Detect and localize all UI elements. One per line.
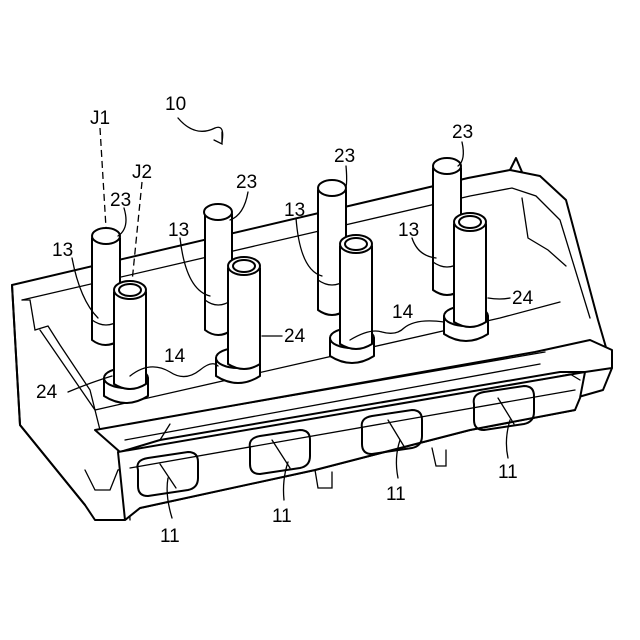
label-24-b: 24 xyxy=(284,326,306,347)
label-13-d: 13 xyxy=(398,220,419,241)
label-23-a: 23 xyxy=(110,190,131,211)
label-24-c: 24 xyxy=(512,288,534,309)
label-j2: J2 xyxy=(132,162,152,183)
label-23-d: 23 xyxy=(452,122,473,143)
label-11-d: 11 xyxy=(498,462,518,483)
label-24-a: 24 xyxy=(36,382,58,403)
label-14-b: 14 xyxy=(392,302,414,323)
label-23-b: 23 xyxy=(236,172,257,193)
label-11-c: 11 xyxy=(386,484,406,505)
label-23-c: 23 xyxy=(334,146,355,167)
label-11-a: 11 xyxy=(160,526,180,547)
label-13-b: 13 xyxy=(168,220,189,241)
label-13-a: 13 xyxy=(52,240,73,261)
label-14-a: 14 xyxy=(164,346,186,367)
label-11-b: 11 xyxy=(272,506,292,527)
label-13-c: 13 xyxy=(284,200,305,221)
label-assembly: 10 xyxy=(165,94,186,115)
label-j1: J1 xyxy=(90,108,110,129)
